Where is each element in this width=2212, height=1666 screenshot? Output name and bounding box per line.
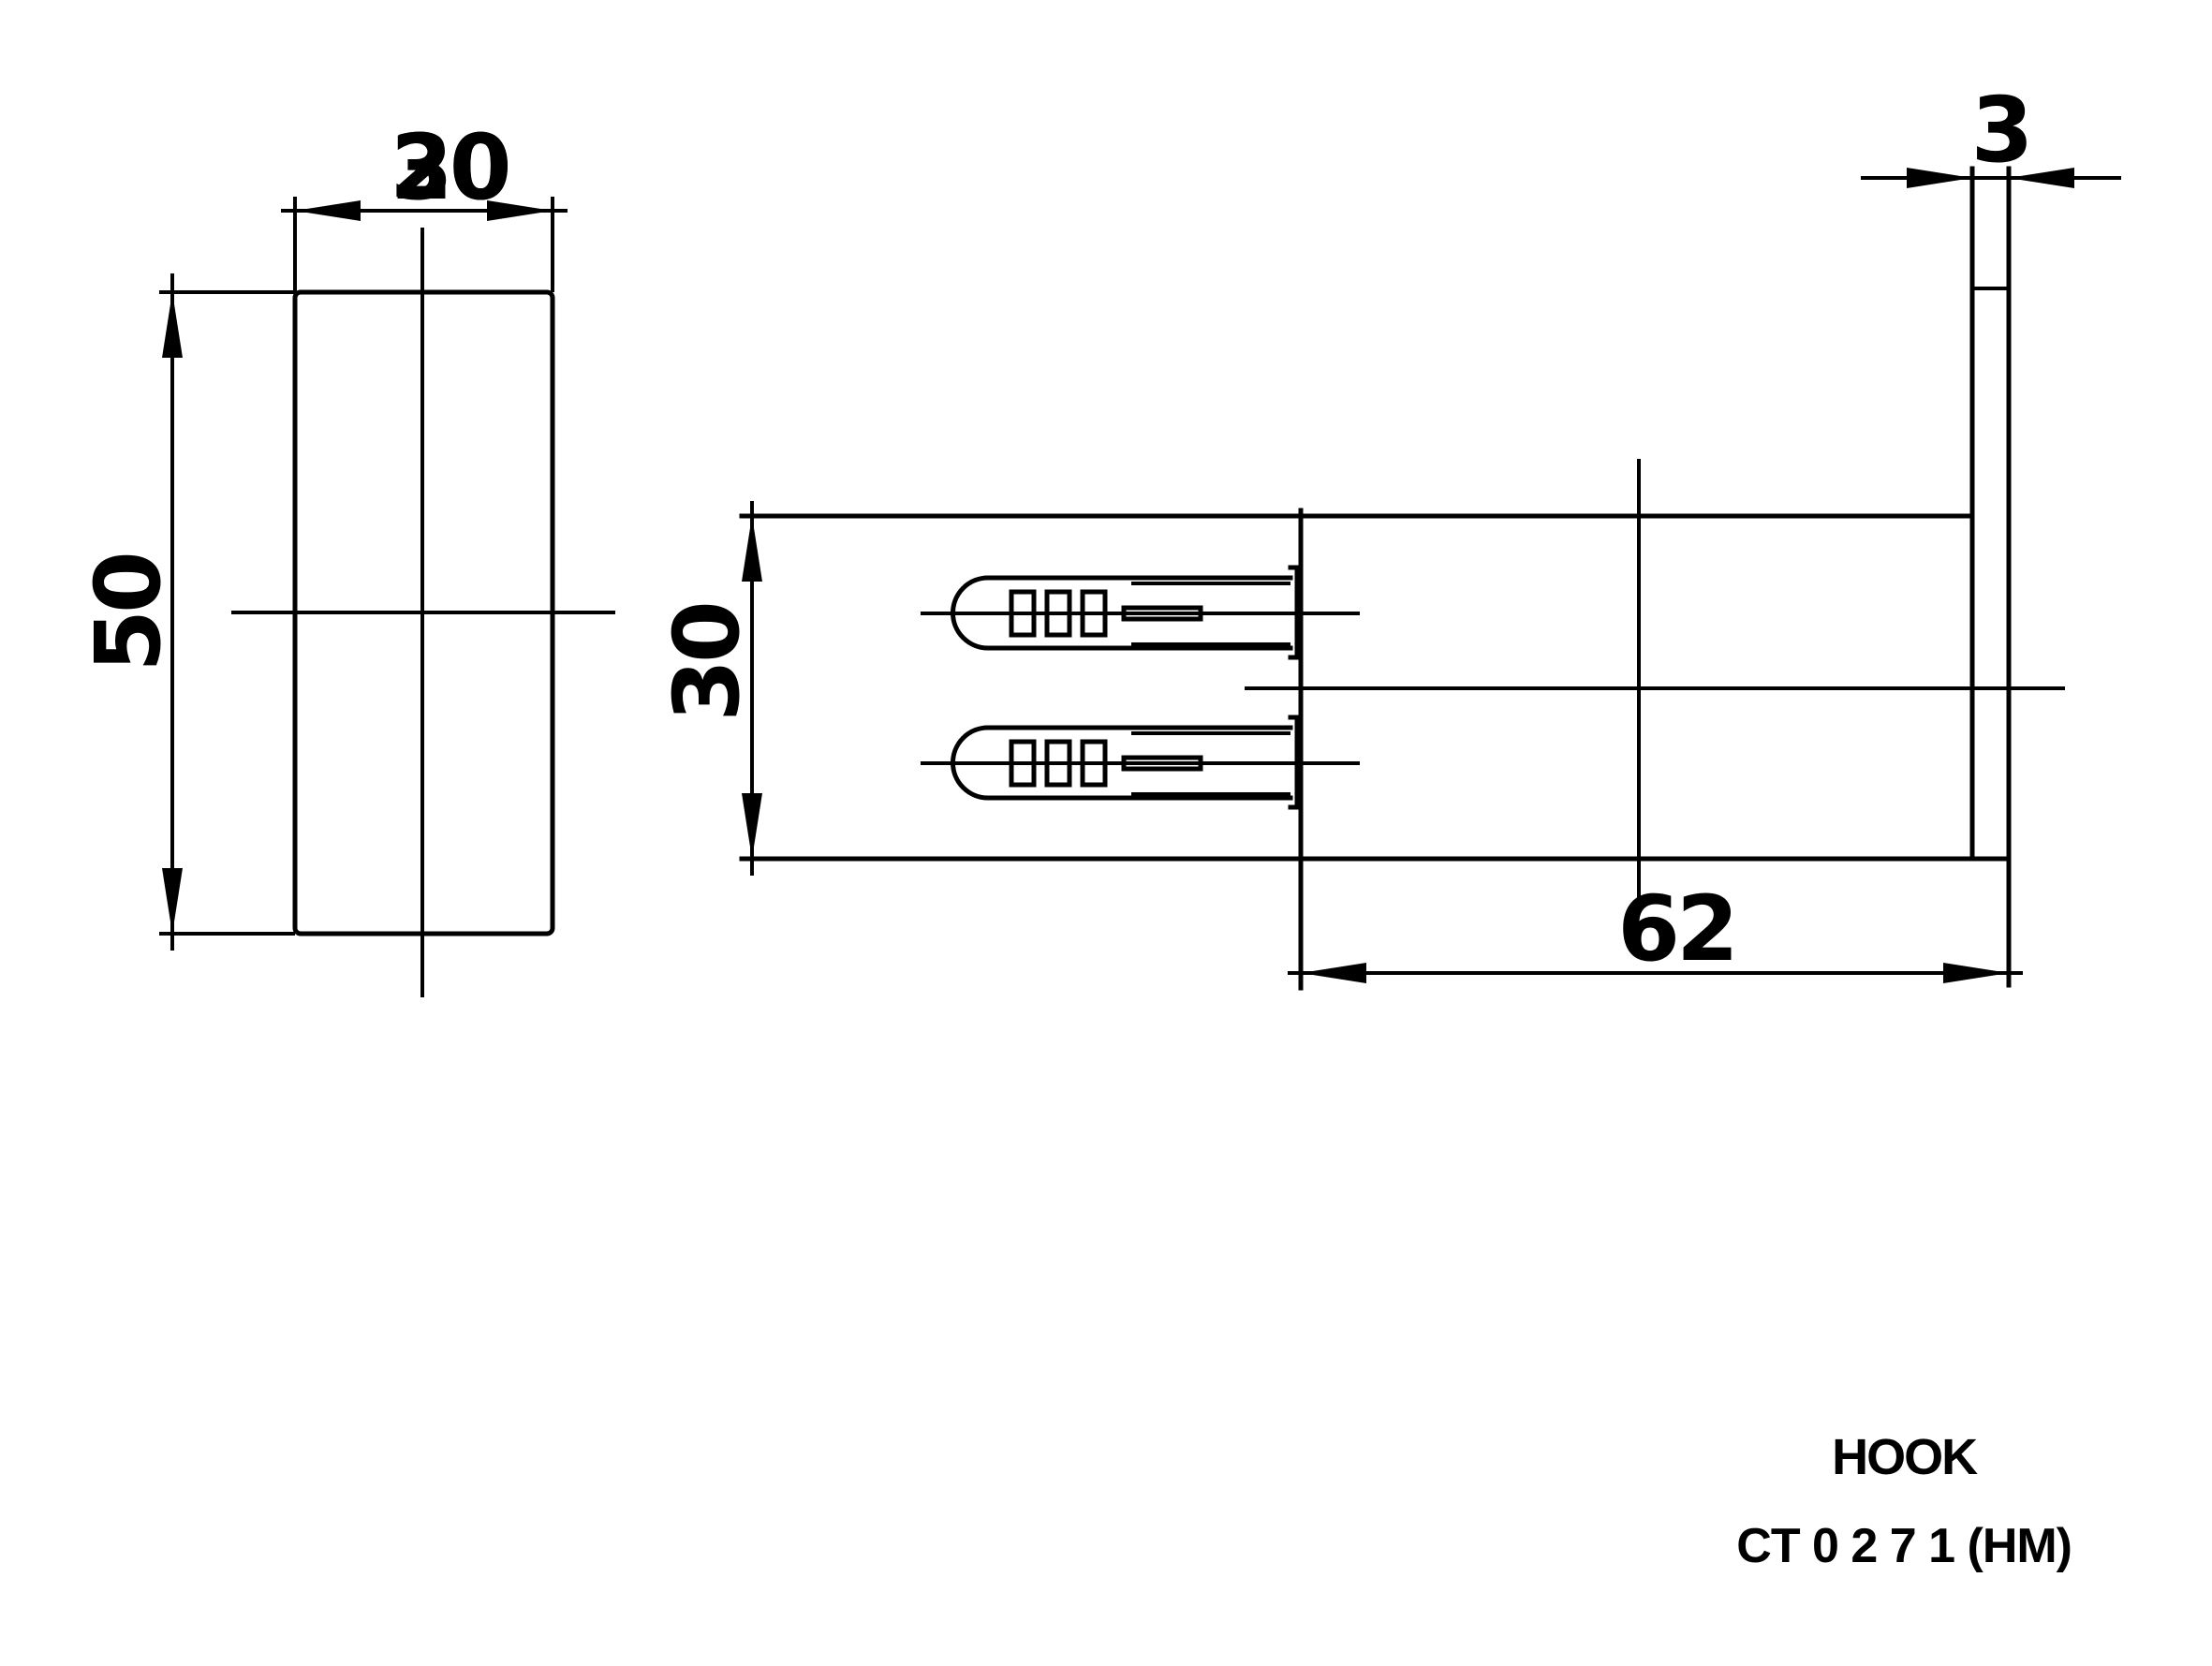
side-height-dimension: 30 (655, 501, 762, 876)
plate-thickness-label: 3 (1971, 78, 2030, 183)
front-width-label-a: 20 (391, 115, 509, 220)
plate-thickness-dimension: 3 (1861, 78, 2121, 188)
front-height-label: 50 (76, 554, 181, 672)
side-length-dimension: 62 (1288, 877, 2023, 983)
wall-anchor-bottom (921, 715, 1360, 810)
front-width-dimension: 20 30 (281, 115, 568, 292)
title-block: HOOK CT 0 2 7 1 (HM) (1736, 1428, 2072, 1574)
front-height-dimension: 50 (76, 273, 295, 951)
side-height-label: 30 (655, 604, 759, 722)
front-width-label-b: 30 (391, 115, 509, 220)
front-view: 20 30 50 (76, 115, 615, 997)
product-code: CT 0 2 7 1 (HM) (1736, 1519, 2072, 1573)
side-length-label: 62 (1617, 877, 1735, 981)
product-name: HOOK (1832, 1429, 1978, 1485)
wall-anchor-top (921, 565, 1360, 660)
side-view: 30 62 3 (655, 78, 2121, 991)
